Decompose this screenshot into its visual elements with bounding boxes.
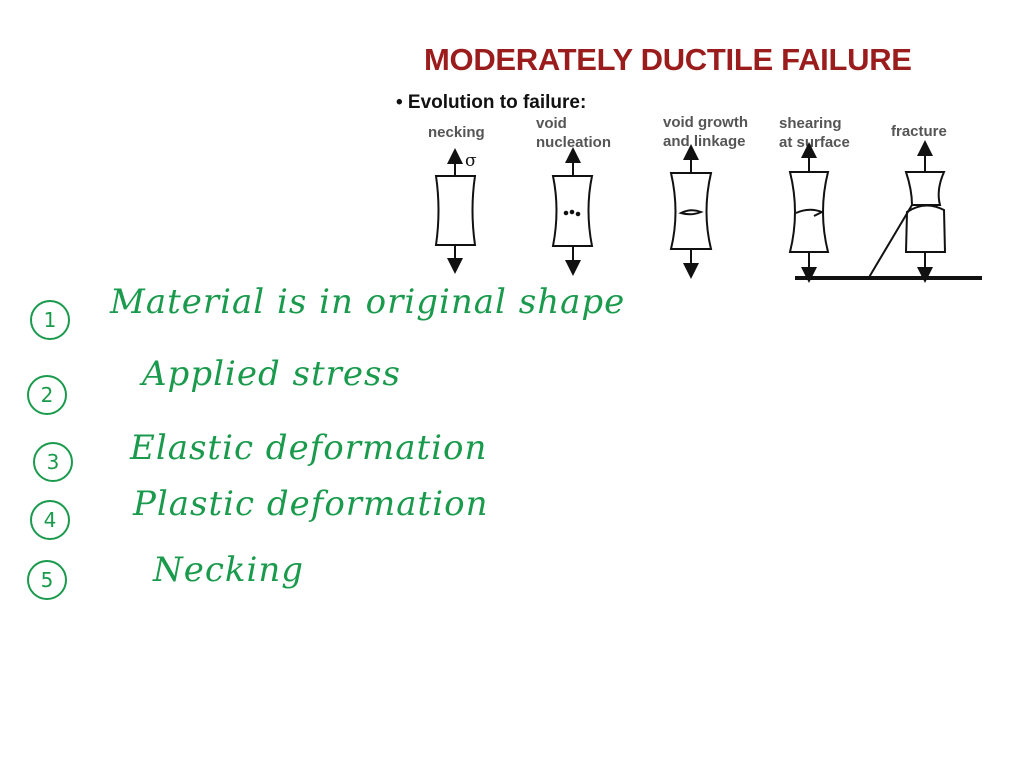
note-number-3: 3 xyxy=(33,442,73,482)
note-number-2: 2 xyxy=(27,375,67,415)
note-number-1: 1 xyxy=(30,300,70,340)
specimen-fracture xyxy=(867,140,947,283)
specimen-void-nucleation xyxy=(551,147,594,276)
note-text-2: Applied stress xyxy=(142,354,401,394)
note-text-3: Elastic deformation xyxy=(130,428,488,468)
stage-label-void-nucleation: void nucleation xyxy=(536,115,612,151)
slide-subtitle: • Evolution to failure: xyxy=(396,92,587,113)
note-text-5: Necking xyxy=(153,550,305,590)
note-number-5: 5 xyxy=(27,560,67,600)
stage-label-fracture: fracture xyxy=(891,123,947,140)
note-text-1: Material is in original shape xyxy=(110,282,626,322)
specimen-necking xyxy=(434,148,477,274)
slide-title: MODERATELY DUCTILE FAILURE xyxy=(424,42,912,77)
stage-label-necking: necking xyxy=(428,124,485,141)
sigma-label: σ xyxy=(465,151,477,171)
specimen-shearing xyxy=(788,142,982,283)
note-number-4: 4 xyxy=(30,500,70,540)
specimen-void-growth xyxy=(669,144,713,279)
note-text-4: Plastic deformation xyxy=(133,484,489,524)
